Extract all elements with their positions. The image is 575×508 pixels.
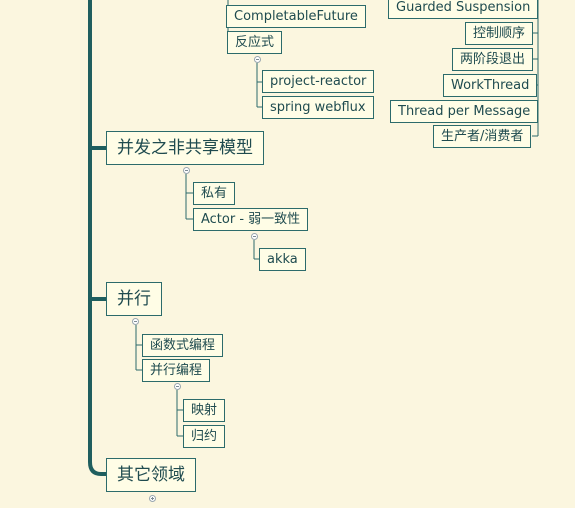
collapse-toggle-icon[interactable] — [183, 167, 190, 174]
collapse-toggle-icon[interactable] — [174, 383, 181, 390]
node-project-reactor[interactable]: project-reactor — [262, 70, 375, 93]
node-spring-webflux[interactable]: spring webflux — [262, 96, 374, 119]
node-parallel-programming[interactable]: 并行编程 — [142, 359, 211, 382]
node-private[interactable]: 私有 — [193, 182, 236, 205]
node-reactive[interactable]: 反应式 — [227, 31, 283, 54]
node-other-fields[interactable]: 其它领域 — [106, 458, 196, 492]
node-actor[interactable]: Actor - 弱一致性 — [193, 208, 309, 231]
collapse-toggle-icon[interactable] — [254, 56, 261, 63]
node-akka[interactable]: akka — [259, 248, 306, 271]
node-functional-programming[interactable]: 函数式编程 — [142, 334, 224, 357]
collapse-toggle-icon[interactable] — [251, 233, 258, 240]
node-map[interactable]: 映射 — [183, 399, 226, 422]
node-non-shared-model[interactable]: 并发之非共享模型 — [106, 131, 264, 165]
expand-toggle-icon[interactable] — [149, 495, 156, 502]
node-guarded-suspension[interactable]: Guarded Suspension — [388, 0, 539, 19]
node-worker-thread[interactable]: WorkThread — [443, 74, 538, 97]
node-producer-consumer[interactable]: 生产者/消费者 — [433, 125, 532, 148]
collapse-toggle-icon[interactable] — [132, 318, 139, 325]
node-control-order[interactable]: 控制顺序 — [465, 22, 534, 45]
node-reduce[interactable]: 归约 — [183, 425, 226, 448]
node-parallel[interactable]: 并行 — [106, 282, 162, 316]
node-two-phase-exit[interactable]: 两阶段退出 — [452, 48, 534, 71]
node-thread-per-message[interactable]: Thread per Message — [390, 100, 539, 123]
node-completable-future[interactable]: CompletableFuture — [226, 5, 366, 28]
